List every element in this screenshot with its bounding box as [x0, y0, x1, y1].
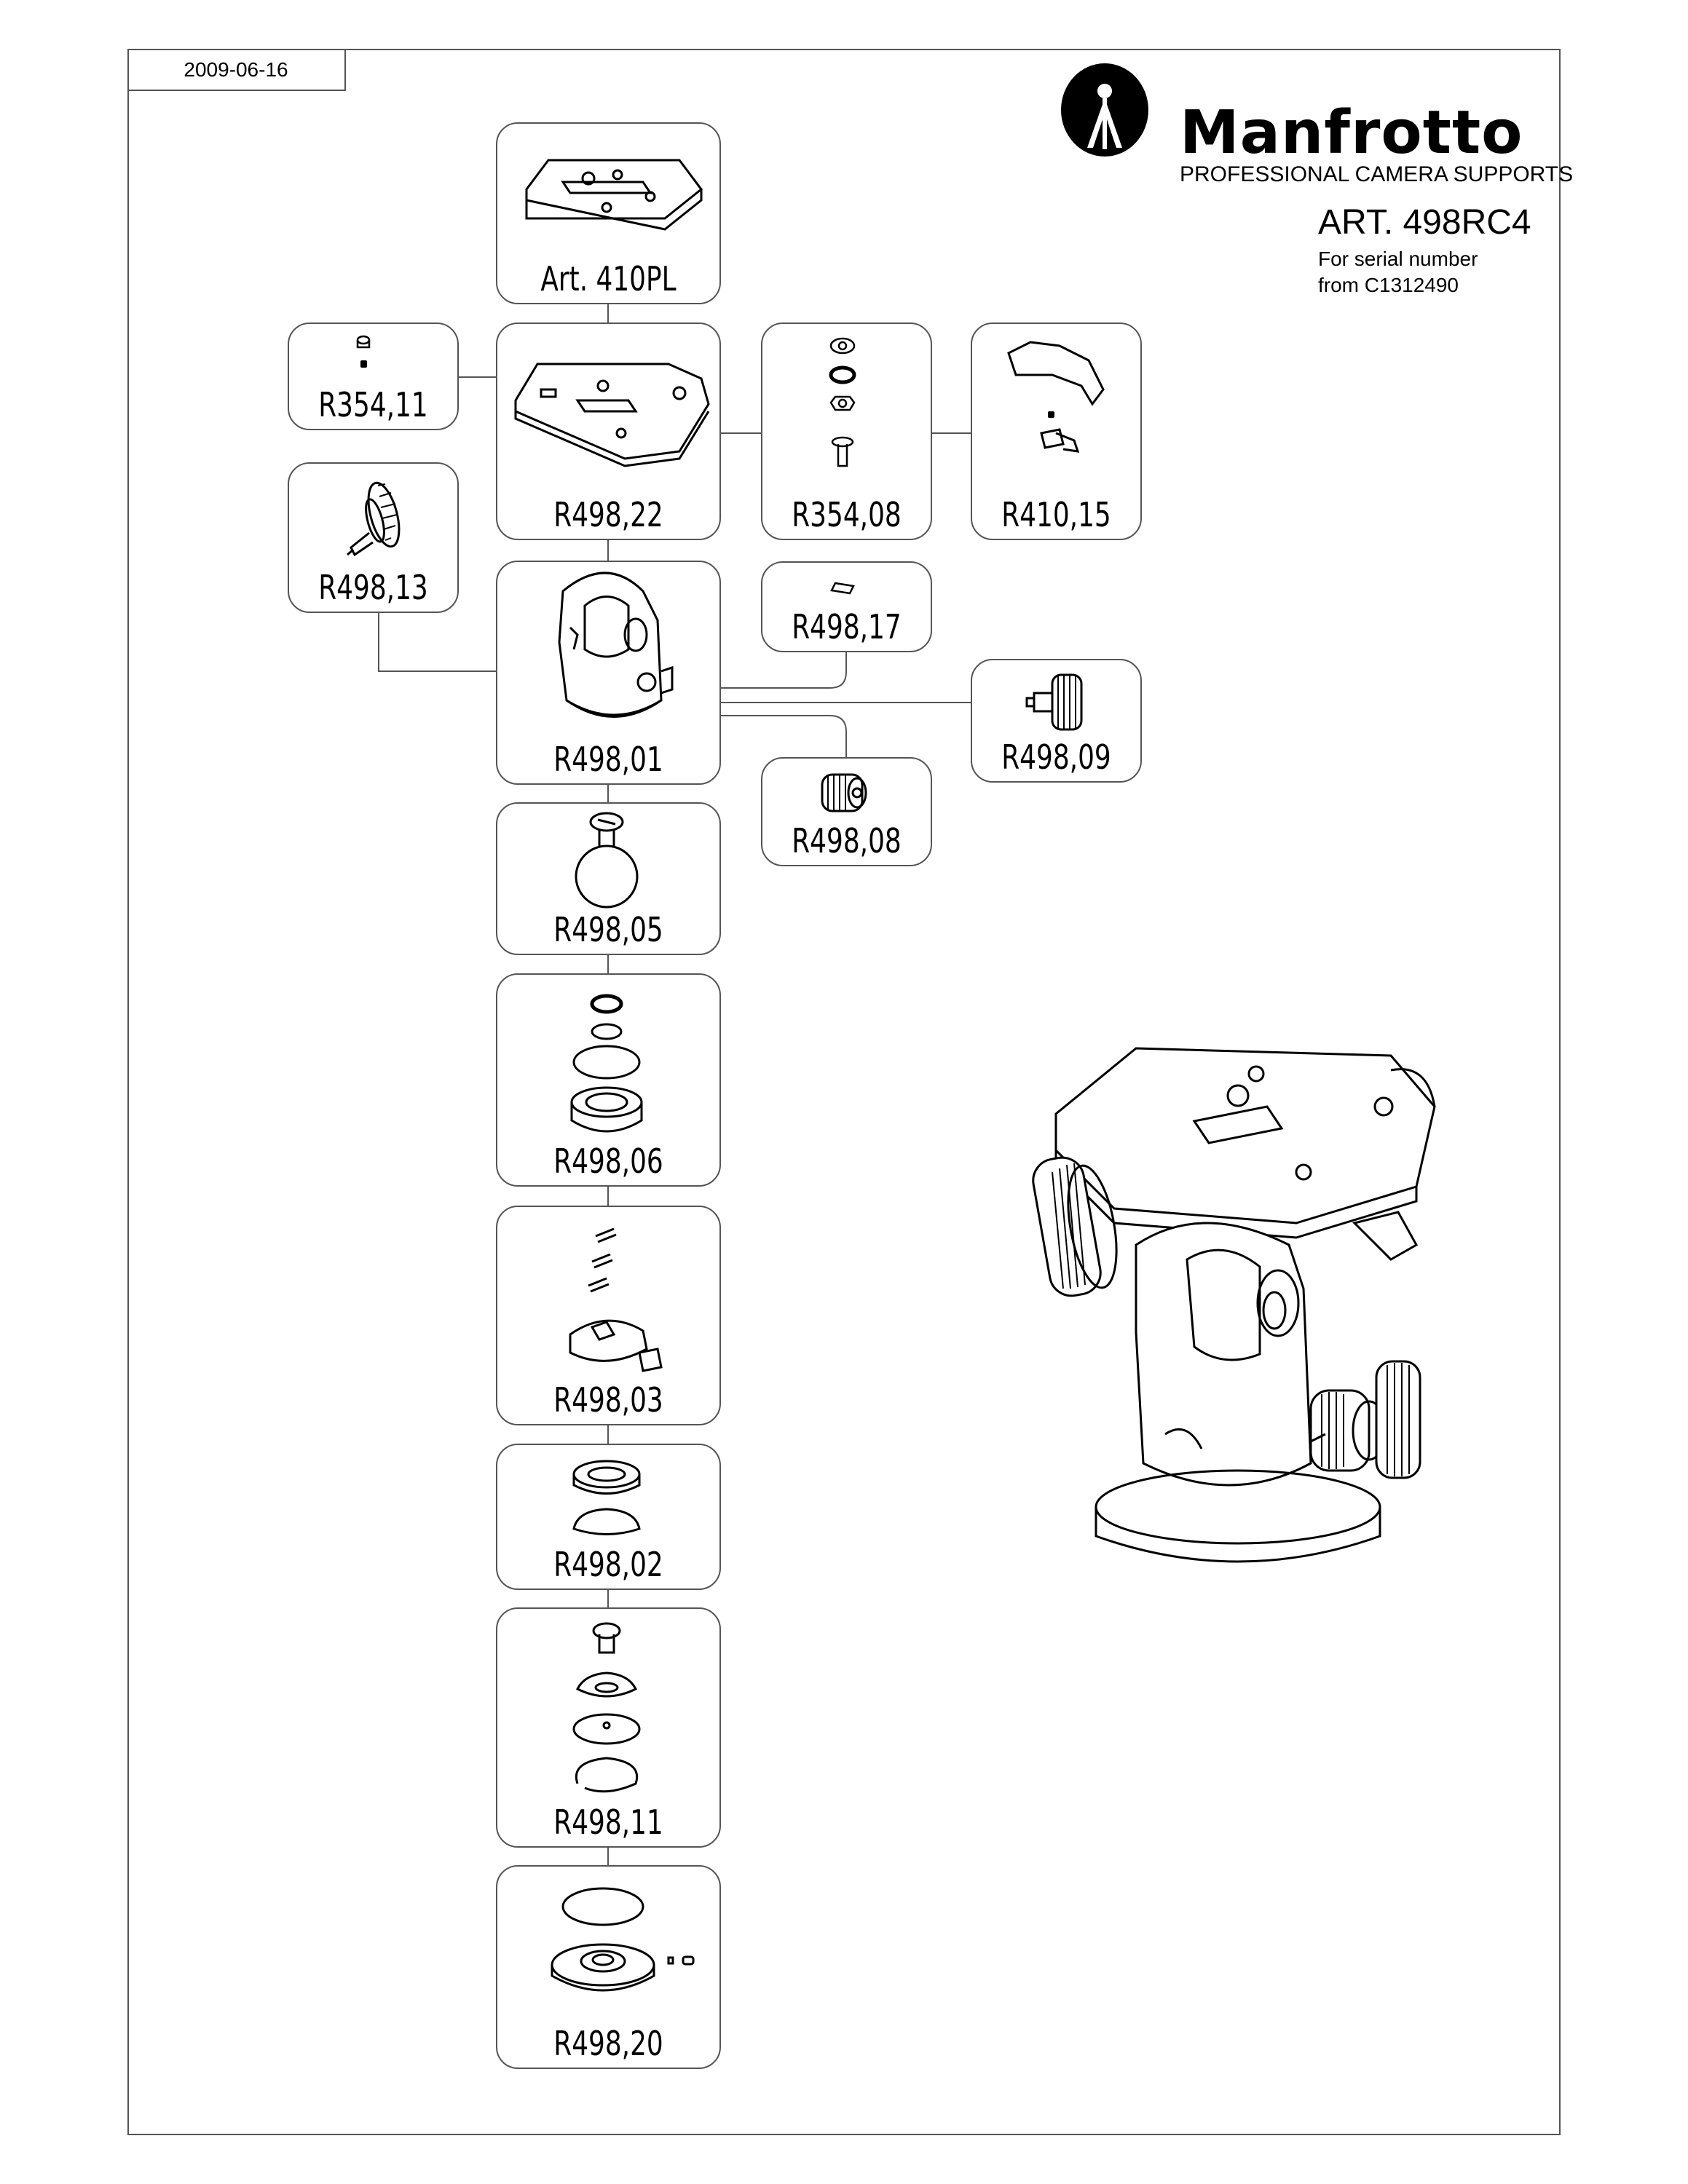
part-label-r35408: R354,08: [792, 495, 902, 534]
part-label-r49803: R498,03: [553, 1380, 663, 1420]
part-card-r35411[interactable]: R354,11: [288, 323, 459, 430]
part-card-r41015[interactable]: R410,15: [971, 323, 1142, 540]
part-card-r49805[interactable]: R498,05: [496, 802, 721, 955]
date-box: 2009-06-16: [127, 49, 346, 91]
part-card-r49822[interactable]: R498,22: [496, 323, 721, 540]
ring-nut-icon: [572, 1460, 641, 1535]
article-title: ART. 498RC4: [1318, 203, 1531, 242]
part-label-r49820: R498,20: [553, 2024, 663, 2063]
base-assembly-icon: [551, 1887, 695, 1992]
part-card-r49808[interactable]: R498,08: [761, 757, 932, 866]
locking-knob-icon: [347, 481, 401, 557]
small-pad-icon: [830, 582, 855, 595]
part-card-r49811[interactable]: R498,11: [496, 1607, 721, 1848]
part-label-r49813: R498,13: [318, 568, 428, 607]
part-card-r49802[interactable]: R498,02: [496, 1444, 721, 1590]
ball-socket-set-icon: [570, 994, 643, 1133]
part-label-r49811: R498,11: [553, 1803, 663, 1842]
part-label-r35411: R354,11: [318, 385, 428, 424]
part-card-r49809[interactable]: R498,09: [971, 659, 1142, 783]
screw-set-icon: [829, 337, 856, 467]
clamp-base-icon: [514, 363, 710, 467]
ball-icon: [575, 812, 639, 909]
brand-block: Manfrotto PROFESSIONAL CAMERA SUPPORTS: [1060, 62, 1573, 207]
part-card-r49803[interactable]: R498,03: [496, 1206, 721, 1425]
drawing-frame: [127, 49, 1561, 2135]
quick-release-plate-icon: [525, 159, 703, 231]
ball-head-body-icon: [558, 571, 674, 718]
part-label-r49822: R498,22: [553, 495, 663, 534]
serial-line-2: from C1312490: [1318, 274, 1459, 296]
part-card-r49820[interactable]: R498,20: [496, 1865, 721, 2069]
part-label-r49809: R498,09: [1001, 737, 1111, 777]
part-card-r49817[interactable]: R498,17: [761, 561, 932, 652]
part-card-410pl[interactable]: Art. 410PL: [496, 122, 721, 304]
clamp-shoe-icon: [569, 1227, 663, 1372]
part-label-r49817: R498,17: [792, 607, 902, 646]
part-label-r49802: R498,02: [553, 1545, 663, 1584]
brand-name: Manfrotto: [1180, 98, 1523, 167]
serial-line-1: For serial number: [1318, 248, 1478, 270]
part-card-r49806[interactable]: R498,06: [496, 973, 721, 1187]
part-label-r41015: R410,15: [1001, 495, 1111, 534]
panning-knob-icon: [821, 773, 867, 812]
small-pin-icon: [356, 335, 371, 368]
part-label-r49806: R498,06: [553, 1142, 663, 1181]
spring-washer-set-icon: [572, 1622, 641, 1793]
brand-tagline: PROFESSIONAL CAMERA SUPPORTS: [1180, 162, 1574, 186]
part-label-410pl: Art. 410PL: [540, 259, 677, 298]
part-card-r49801[interactable]: R498,01: [496, 561, 721, 785]
friction-knob-icon: [1025, 673, 1083, 731]
part-card-r35408[interactable]: R354,08: [761, 323, 932, 540]
serial-info: For serial number from C1312490: [1318, 246, 1537, 298]
manfrotto-logo-icon: [1061, 63, 1148, 157]
lever-icon: [1007, 341, 1105, 453]
part-label-r49808: R498,08: [792, 821, 902, 860]
part-label-r49801: R498,01: [553, 740, 663, 779]
part-card-r49813[interactable]: R498,13: [288, 462, 459, 613]
assembled-ball-head-illustration: [1032, 1047, 1436, 1563]
part-label-r49805: R498,05: [553, 910, 663, 949]
